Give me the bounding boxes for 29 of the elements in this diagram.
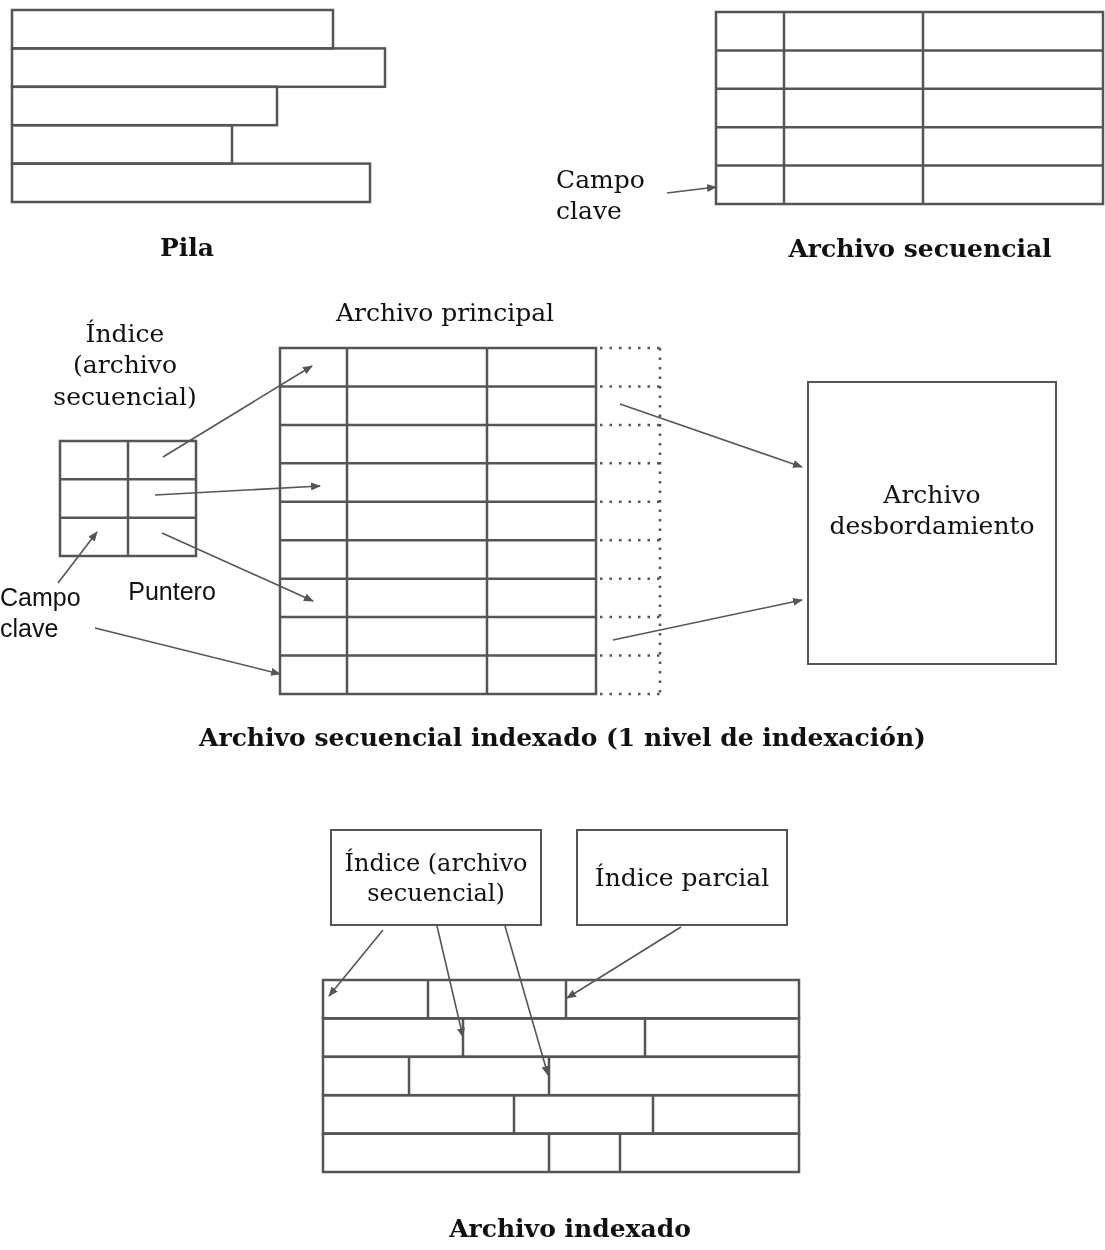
- arrow: [612, 597, 803, 641]
- arrow: [566, 926, 682, 999]
- partial-index-box: Índice parcial: [576, 829, 788, 926]
- arrow: [94, 627, 281, 676]
- main-file-table: [278, 346, 598, 696]
- arrow: [328, 929, 384, 997]
- arrow: [504, 925, 550, 1076]
- index-table: [58, 439, 198, 558]
- arrow: [619, 403, 803, 468]
- index-box: Índice (archivo secuencial): [330, 829, 542, 926]
- key-field-label: Campo clave: [0, 582, 100, 652]
- arrow: [154, 482, 321, 496]
- arrow: [436, 925, 465, 1038]
- column-label: Puntero: [127, 576, 217, 607]
- table-label: Archivo secuencial: [787, 233, 1053, 265]
- sequential-file-table: [714, 10, 1105, 206]
- overflow-file-box: Archivo desbordamiento: [807, 381, 1057, 665]
- arrow: [162, 365, 313, 458]
- table-label: Índice (archivo secuencial): [52, 318, 198, 412]
- arrow: [666, 184, 717, 194]
- table-label: Archivo principal: [334, 297, 556, 329]
- indexed-file-table: [321, 978, 801, 1174]
- arrow: [57, 531, 98, 584]
- table-label: Archivo indexado: [448, 1213, 692, 1245]
- stack-table: [10, 8, 388, 204]
- arrow: [161, 532, 314, 602]
- table-label: Pila: [159, 232, 215, 264]
- caption: Archivo secuencial indexado (1 nivel de indexación): [197, 722, 927, 754]
- key-field-label: Campo clave: [556, 164, 666, 236]
